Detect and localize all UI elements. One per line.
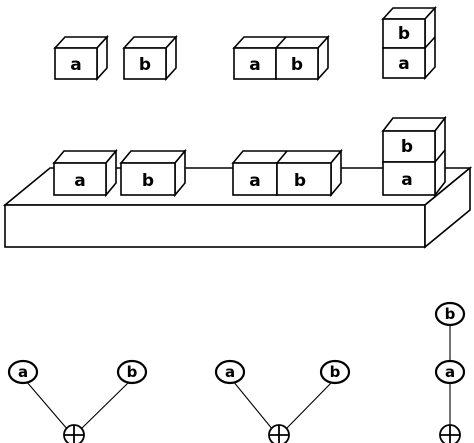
tree-2: a b: [214, 359, 351, 443]
block-label: a: [398, 54, 409, 74]
block-label: b: [294, 171, 306, 191]
table-block-b-separate: b: [119, 148, 187, 198]
tree-1: a b: [7, 359, 148, 443]
block-label: b: [291, 55, 303, 75]
free-blocks-stacked: b a: [381, 5, 437, 81]
tree-node-b: [116, 359, 148, 385]
free-blocks-adjacent: a b: [232, 34, 330, 82]
free-block-b-separate: b: [122, 34, 178, 82]
free-blocks-row: a b a b b a: [53, 5, 437, 82]
table-side: [424, 166, 471, 249]
block-label: a: [70, 55, 81, 75]
tree-node-a: [214, 359, 246, 385]
table-blocks-adjacent: a b: [231, 148, 343, 198]
tree-node-a: [7, 359, 39, 385]
block-label: a: [249, 55, 260, 75]
node-label: a: [225, 363, 235, 381]
block-label: a: [401, 170, 412, 190]
oplus-icon: [439, 424, 461, 443]
table-blocks-stacked: b a: [381, 115, 447, 198]
tree-node-b: [319, 359, 351, 385]
node-label: b: [127, 363, 138, 381]
block-label: a: [249, 171, 260, 191]
block-label: b: [142, 171, 154, 191]
tree-node-b: [434, 301, 466, 327]
tree-3: b a: [434, 301, 466, 443]
node-label: b: [445, 305, 456, 323]
free-block-a-separate: a: [53, 34, 109, 82]
node-label: a: [18, 363, 28, 381]
oplus-icon: [268, 424, 290, 443]
block-label: b: [401, 137, 413, 157]
table-front: [4, 204, 426, 248]
block-label: b: [139, 55, 151, 75]
table-scene: a b a b b a: [2, 115, 473, 249]
node-label: a: [445, 363, 455, 381]
block-label: a: [74, 171, 85, 191]
oplus-icon: [63, 424, 85, 443]
block-label: b: [398, 24, 410, 44]
table-block-a-separate: a: [52, 148, 118, 198]
tree-node-a: [434, 359, 466, 385]
node-label: b: [330, 363, 341, 381]
